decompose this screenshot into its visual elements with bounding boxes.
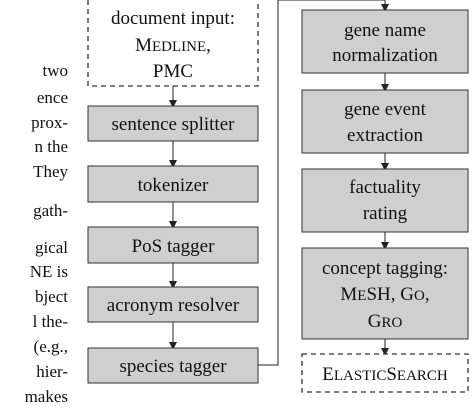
margin-line: gath- <box>33 201 68 220</box>
sentence-splitter-box <box>87 105 259 142</box>
margin-line: bject <box>35 287 68 306</box>
gene-event-extraction-label-line1: gene event <box>344 99 426 120</box>
margin-line: They <box>33 162 68 181</box>
margin-line: two <box>43 61 69 80</box>
document-input-label: document input: <box>111 8 235 29</box>
species-tagger-label: species tagger <box>119 356 227 377</box>
margin-line: NE is <box>30 262 68 281</box>
margin-line: (e.g., <box>34 337 68 356</box>
margin-line: ence <box>37 88 68 107</box>
pos-tagger-box <box>87 226 259 264</box>
margin-line: l the- <box>33 312 69 331</box>
mesh-go-label: MESH, GO, <box>340 284 429 305</box>
tokenizer-label: tokenizer <box>138 175 209 196</box>
concept-tagging-label: concept tagging: <box>322 258 448 279</box>
gene-name-normalization-label-line1: gene name <box>344 20 426 41</box>
factuality-rating-box <box>301 168 469 233</box>
factuality-rating-label-line1: factuality <box>349 177 421 198</box>
margin-line: prox- <box>31 113 68 132</box>
sentence-splitter-label: sentence splitter <box>112 114 236 135</box>
column-connector <box>258 0 389 366</box>
left-pipeline: sentence splitter tokenizer PoS tagger a… <box>87 86 259 384</box>
gene-event-extraction-box <box>301 89 469 154</box>
acronym-resolver-box <box>87 286 259 323</box>
species-tagger-box <box>87 347 259 384</box>
elasticsearch-label: ELASTICSEARCH <box>322 364 448 385</box>
margin-line: n the <box>34 137 68 156</box>
elasticsearch-box: ELASTICSEARCH <box>301 353 469 393</box>
pmc-label: PMC <box>153 61 193 82</box>
gene-name-normalization-box <box>301 9 469 74</box>
margin-line: makes <box>25 387 68 406</box>
concept-tagging-box <box>301 247 469 340</box>
document-input-box: document input: MEDLINE, PMC <box>87 0 259 87</box>
margin-line: hier- <box>36 362 68 381</box>
acronym-resolver-label: acronym resolver <box>107 295 240 316</box>
right-pipeline: gene name normalization gene event extra… <box>301 9 469 356</box>
pos-tagger-label: PoS tagger <box>132 236 216 257</box>
factuality-rating-label-line2: rating <box>363 203 408 224</box>
medline-label: MEDLINE, <box>135 35 211 56</box>
margin-text: two ence prox- n the They gath- gical NE… <box>25 61 69 406</box>
gene-event-extraction-label-line2: extraction <box>347 125 423 146</box>
gene-name-normalization-label-line2: normalization <box>332 45 438 66</box>
gro-label: GRO <box>368 311 403 332</box>
tokenizer-box <box>87 165 259 203</box>
margin-line: gical <box>35 238 68 257</box>
